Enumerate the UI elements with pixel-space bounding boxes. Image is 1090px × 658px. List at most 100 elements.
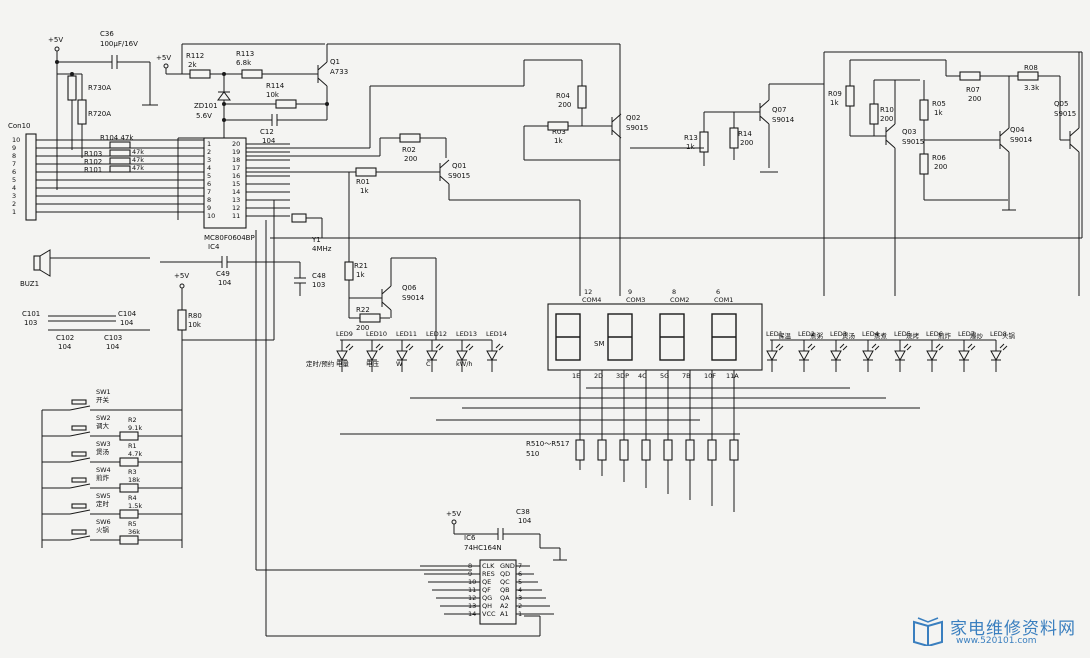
svg-text:103: 103 [24,319,37,327]
svg-text:Q07: Q07 [772,106,786,114]
shift-label-left: QF [482,586,491,594]
transistor-q01: Q01 S9015 [429,159,581,296]
svg-text:R101: R101 [84,166,102,174]
switch-resistor-val: 4.7k [128,450,142,458]
switch-resistor-val: 9.1k [128,424,142,432]
svg-text:200: 200 [740,139,753,147]
led-group-left: LED9定时/预约LED10电量LED11电压LED12WLED13CLED14… [306,330,507,372]
svg-text:Q04: Q04 [1010,126,1025,134]
svg-text:6.8k: 6.8k [236,59,252,67]
resistor-r14: R14 200 [729,112,753,160]
switch-ref: SW2 [96,414,111,422]
capacitor-c49: C49 104 [160,256,300,287]
mcu-pin-right: 12 [232,204,240,212]
resistor-r04: R04 200 [556,60,587,126]
transistor-q1: Q1 A733 [307,44,348,120]
led-label: 保温 [778,331,792,340]
transistor-q07: Q07 S9014 [749,83,824,168]
svg-text:104: 104 [262,137,276,145]
svg-text:C102: C102 [56,334,74,342]
led-ref: LED1 [766,330,783,338]
shift-label-left: QE [482,578,491,586]
svg-text:R03: R03 [552,128,566,136]
switch-name: 调大 [96,421,110,430]
switch-ref: SW5 [96,492,111,500]
com-pin: 9 [628,288,632,296]
mcu-pin-left: 9 [207,204,211,212]
capacitor-c101: C101 103 [22,310,66,327]
svg-text:R103: R103 [84,150,102,158]
capacitor-c104: C104 104 [100,310,137,327]
mcu-pin-right: 20 [232,140,240,148]
led-ref: LED8 [990,330,1007,338]
svg-text:1k: 1k [360,187,369,195]
connector-pin-label: 10 [12,136,20,144]
resistor-r113: R113 6.8k [236,50,310,79]
led-ref: LED2 [798,330,815,338]
shift-label-right: QC [500,578,510,586]
led-ref: LED14 [486,330,507,338]
connector-pin-label: 9 [12,144,16,152]
shift-label-left: VCC [482,610,496,618]
mcu-pin-left: 2 [207,148,211,156]
svg-text:R720A: R720A [88,110,111,118]
resistor-bank-r510-r517: R510～R517 510 [526,439,739,512]
connector-pin-label: 5 [12,176,16,184]
display-digit [607,313,633,361]
led-ref: LED13 [456,330,477,338]
svg-text:S9015: S9015 [902,138,924,146]
transistor-q06: Q06 S9014 [371,257,437,340]
shift-label-right: QD [500,570,510,578]
led-label: 蒸煮 [874,331,888,340]
com-pin: 12 [584,288,592,296]
switch-name: 煎炸 [96,473,110,482]
resistor-r03: R03 1k [524,121,604,145]
switch-resistor-ref: R4 [128,494,137,502]
segment-label: 4C [638,372,647,380]
com-name: COM4 [582,296,601,304]
led-ref: LED6 [926,330,943,338]
svg-text:BUZ1: BUZ1 [20,280,39,288]
switch-resistor-val: 18k [128,476,140,484]
shift-label-right: A1 [500,610,509,618]
svg-text:S9015: S9015 [1054,110,1076,118]
svg-text:R06: R06 [932,154,946,162]
switch-ref: SW3 [96,440,111,448]
capacitor-c12: C12 104 [224,114,327,145]
mcu-pin-right: 14 [232,188,240,196]
shift-label-left: QG [482,594,492,602]
svg-text:47k: 47k [132,148,144,156]
svg-text:R04: R04 [556,92,570,100]
supply-5v-left: +5V [48,36,63,190]
crystal-y1: Y1 4MHz [291,213,332,253]
mcu-pin-left: 8 [207,196,211,204]
svg-text:10k: 10k [266,91,280,99]
led-label: 爆炒 [970,331,984,340]
connector-pin-label: 7 [12,160,16,168]
connector-pin-label: 1 [12,208,16,216]
supply-5v-ic6: +5V [446,510,498,535]
svg-text:Q03: Q03 [902,128,916,136]
display-digit [555,313,581,361]
resistor-bank-r101-r104: R104 47k R103 R102 R101 47k 47k 47k [84,134,144,174]
svg-text:R09: R09 [828,90,842,98]
svg-text:200: 200 [968,95,981,103]
svg-text:Q1: Q1 [330,58,340,66]
svg-text:200: 200 [404,155,417,163]
resistor-r10: R10 200 [869,80,894,136]
svg-text:R114: R114 [266,82,285,90]
resistor-r22: R22 200 [348,298,390,332]
svg-text:MC80F0604BP: MC80F0604BP [204,234,255,242]
segment-label: 7B [682,372,691,380]
svg-text:S9014: S9014 [772,116,795,124]
resistor-r80: +5V R80 10k [174,200,275,548]
